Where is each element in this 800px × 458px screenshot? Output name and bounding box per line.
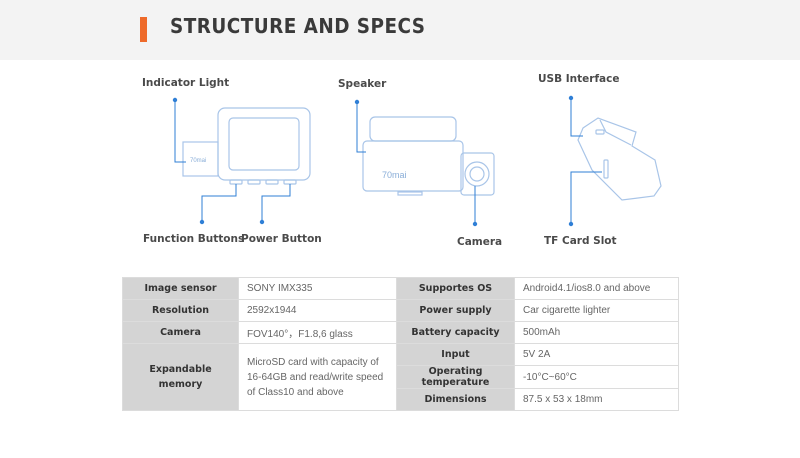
- spec-key: Dimensions: [396, 388, 515, 411]
- spec-value: 87.5 x 53 x 18mm: [514, 388, 679, 411]
- front-body-outline: [217, 107, 311, 181]
- dashcam-front-view: [182, 107, 311, 185]
- spec-value: FOV140°，F1.8,6 glass: [238, 321, 397, 344]
- usb-port-shape: [595, 129, 605, 135]
- table-row: Image sensor SONY IMX335 Supportes OS An…: [122, 277, 679, 300]
- label-speaker: Speaker: [338, 78, 387, 90]
- tf-card-dot: [568, 221, 574, 227]
- spec-value: 500mAh: [514, 321, 679, 344]
- speaker-slot: [397, 191, 423, 196]
- table-row: Camera FOV140°，F1.8,6 glass Battery capa…: [122, 321, 679, 344]
- spec-key: Power supply: [396, 299, 515, 322]
- table-row: Expandable memory MicroSD card with capa…: [122, 343, 679, 411]
- function-button-1: [229, 179, 243, 185]
- specs-table: Image sensor SONY IMX335 Supportes OS An…: [122, 277, 679, 411]
- spec-value: -10°C~60°C: [514, 365, 679, 389]
- label-tf-card-slot: TF Card Slot: [544, 235, 617, 247]
- spec-key: Camera: [122, 321, 239, 344]
- label-power-button: Power Button: [241, 233, 322, 245]
- usb-interface-leader: [570, 98, 583, 137]
- spec-value: SONY IMX335: [238, 277, 397, 300]
- label-camera: Camera: [457, 236, 503, 248]
- power-button-shape: [283, 179, 297, 185]
- indicator-light-dot: [172, 97, 178, 103]
- mount-outline: [369, 116, 457, 142]
- speaker-leader: [356, 102, 366, 153]
- speaker-dot: [354, 99, 360, 105]
- table-row: Resolution 2592x1944 Power supply Car ci…: [122, 299, 679, 322]
- brand-mark-front: 70mai: [190, 158, 206, 164]
- label-usb-interface: USB Interface: [538, 73, 620, 85]
- tf-card-slot-shape: [603, 159, 609, 179]
- spec-value: Android4.1/ios8.0 and above: [514, 277, 679, 300]
- label-function-buttons: Function Buttons: [143, 233, 245, 245]
- dashcam-side-view: [577, 117, 662, 201]
- accent-bar: [140, 17, 147, 42]
- indicator-light-leader: [174, 100, 186, 163]
- spec-key: Expandable memory: [122, 343, 239, 411]
- function-buttons-dot: [199, 219, 205, 225]
- page-title: STRUCTURE AND SPECS: [170, 14, 426, 38]
- function-button-2: [247, 179, 261, 185]
- front-screen-outline: [228, 117, 300, 171]
- tf-card-leader: [570, 171, 602, 224]
- lens-inner: [469, 166, 485, 182]
- spec-key: Image sensor: [122, 277, 239, 300]
- camera-module-outline: [460, 152, 495, 196]
- spec-key: Input: [396, 343, 515, 366]
- spec-key: Operating temperature: [396, 365, 515, 389]
- spec-key: Resolution: [122, 299, 239, 322]
- header-bar: STRUCTURE AND SPECS: [0, 0, 800, 60]
- brand-mark-rear: 70mai: [382, 170, 407, 180]
- function-button-3: [265, 179, 279, 185]
- function-buttons-leader: [201, 184, 237, 222]
- usb-interface-dot: [568, 95, 574, 101]
- side-mount-edge: [599, 119, 632, 146]
- power-button-dot: [259, 219, 265, 225]
- spec-value: Car cigarette lighter: [514, 299, 679, 322]
- lens-outer: [464, 161, 490, 187]
- rear-body-outline: [362, 140, 464, 192]
- label-indicator-light: Indicator Light: [142, 77, 230, 89]
- spec-value: 2592x1944: [238, 299, 397, 322]
- side-body-outline: [577, 117, 662, 201]
- dashcam-rear-view: [362, 116, 495, 196]
- indicator-panel-outline: [182, 141, 219, 177]
- spec-key: Supportes OS: [396, 277, 515, 300]
- table-row: Dimensions 87.5 x 53 x 18mm: [123, 388, 679, 411]
- power-button-leader: [261, 184, 291, 222]
- spec-value: MicroSD card with capacity of 16-64GB an…: [238, 343, 397, 411]
- spec-value: 5V 2A: [514, 343, 679, 366]
- camera-dot: [472, 221, 478, 227]
- spec-key: Battery capacity: [396, 321, 515, 344]
- product-diagram: 70mai 70mai: [172, 95, 662, 227]
